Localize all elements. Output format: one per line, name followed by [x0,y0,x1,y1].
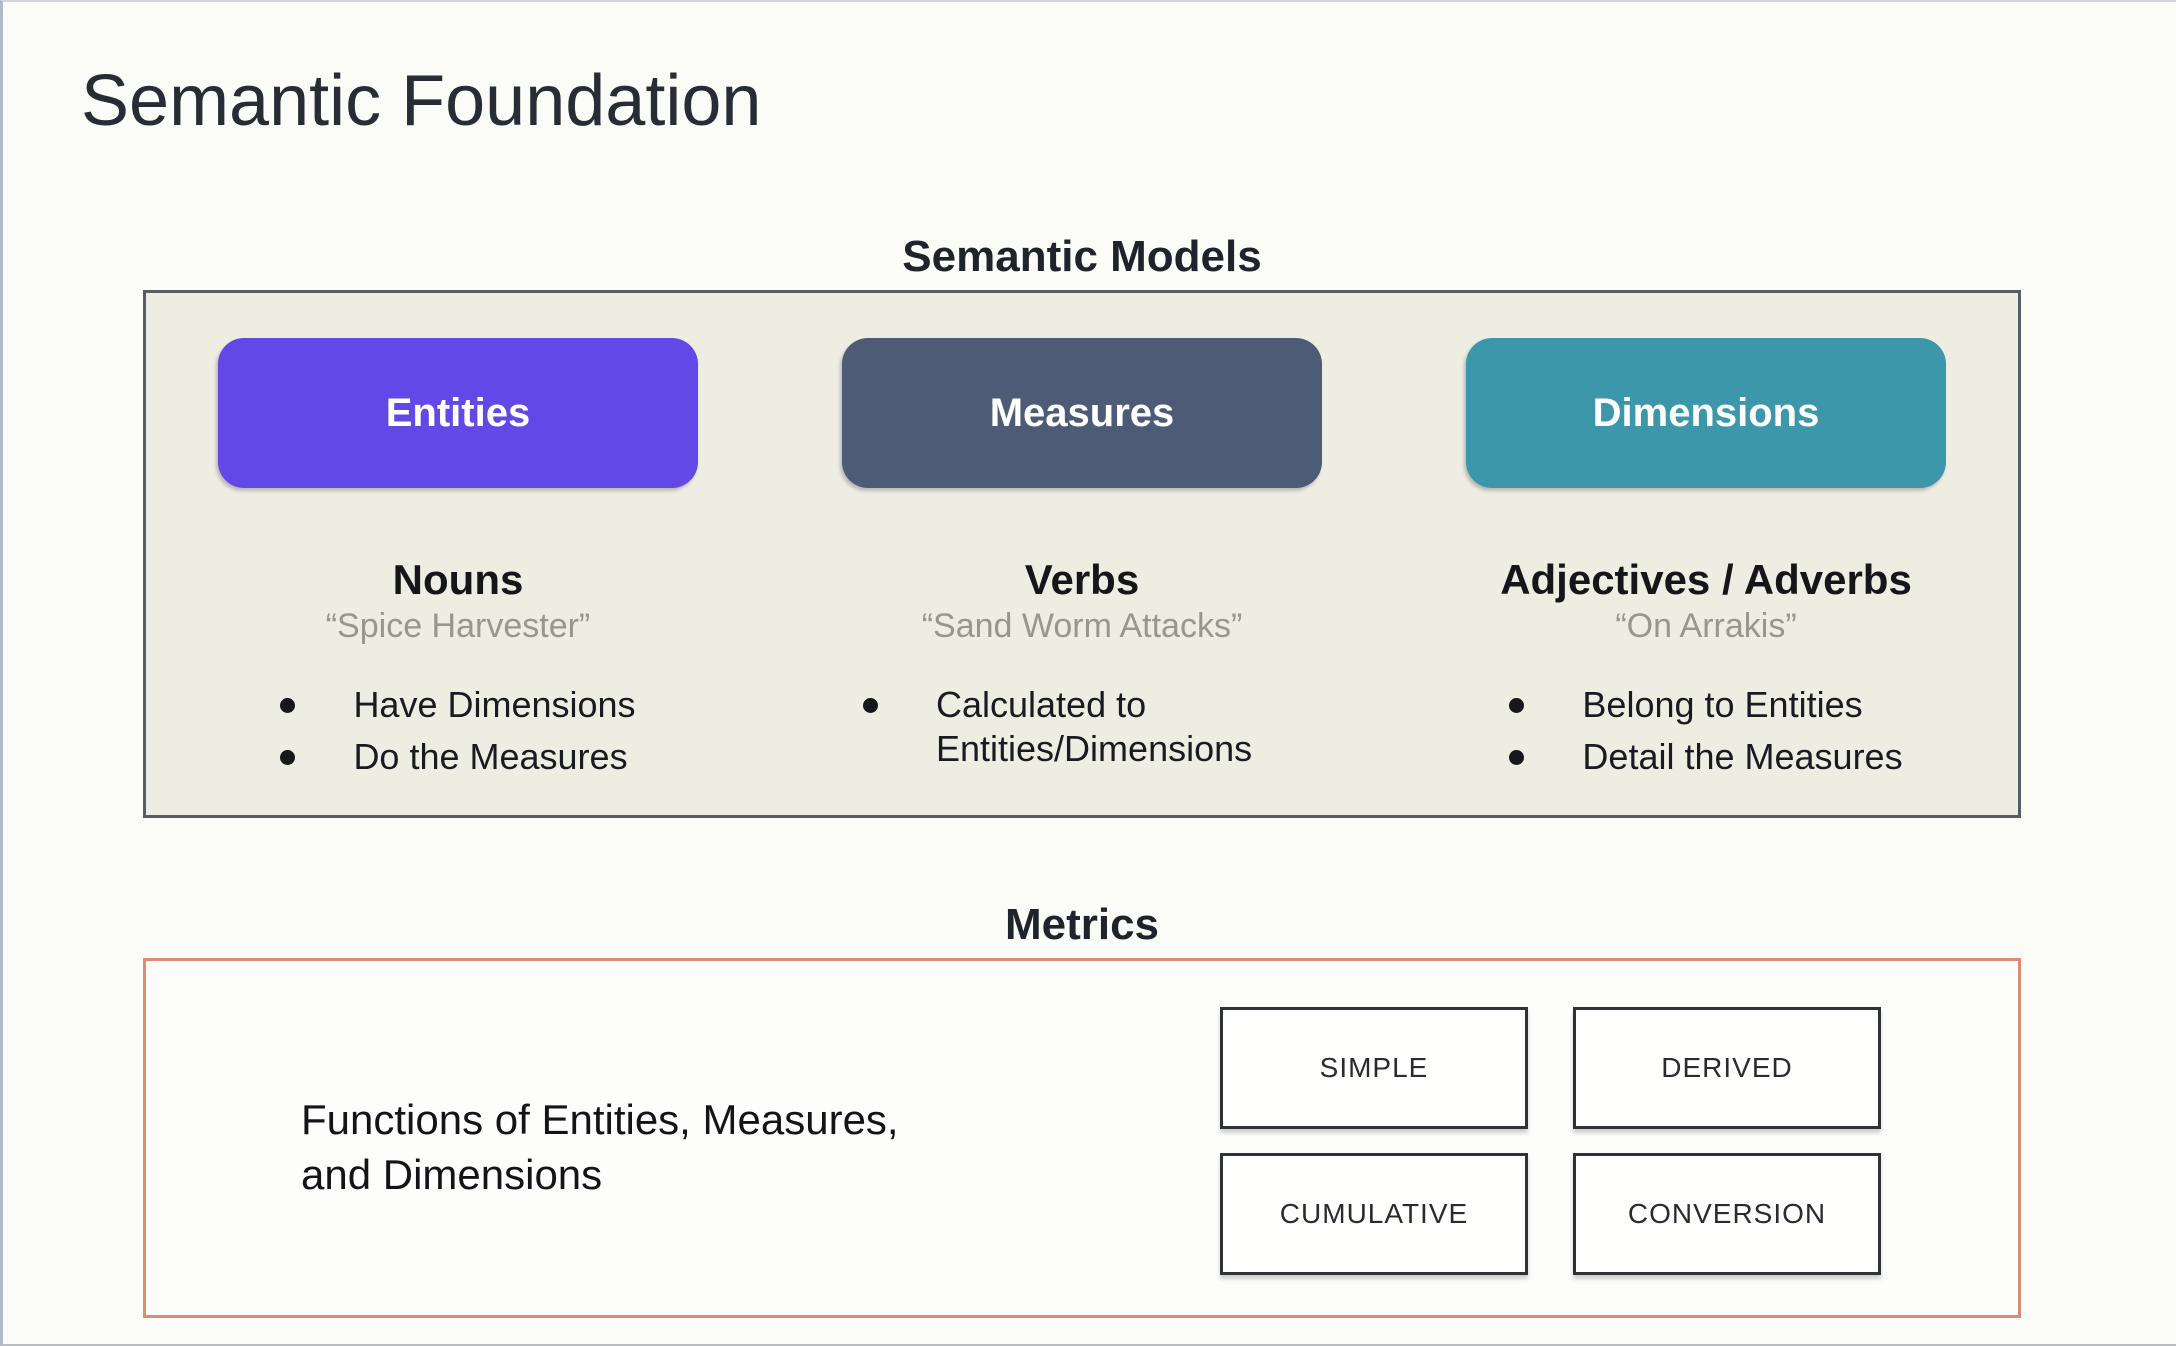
semantic-models-heading: Semantic Models [902,232,1262,281]
bullet-dot-icon [280,750,296,766]
metric-type-grid: SIMPLE DERIVED CUMULATIVE CONVERSION [1220,1007,1881,1275]
measures-role-heading: Verbs [1024,556,1140,603]
entities-pill: Entities [218,338,698,488]
bullet-dot-icon [863,698,878,714]
semantic-models-panel: Entities Nouns “Spice Harvester” Have Di… [143,290,2021,818]
dimensions-pill: Dimensions [1466,338,1946,488]
metric-type-conversion: CONVERSION [1573,1153,1881,1275]
dimensions-column: Dimensions Adjectives / Adverbs “On Arra… [1394,293,2018,815]
metrics-description: Functions of Entities, Measures, and Dim… [301,1096,899,1198]
bullet-item: Detail the Measures [1509,735,1903,779]
entities-bullet-list: Have Dimensions Do the Measures [280,683,636,787]
bullet-item: Calculated to Entities/Dimensions [863,683,1301,771]
metric-type-cumulative: CUMULATIVE [1220,1153,1528,1275]
metric-type-derived: DERIVED [1573,1007,1881,1129]
bullet-dot-icon [280,698,296,714]
slide-title: Semantic Foundation [81,61,762,141]
measures-pill: Measures [842,338,1322,488]
bullet-item: Have Dimensions [280,683,636,727]
bullet-item: Do the Measures [280,735,635,779]
measures-column: Measures Verbs “Sand Worm Attacks” Calcu… [770,293,1394,815]
bullet-dot-icon [1509,750,1525,766]
entities-column: Entities Nouns “Spice Harvester” Have Di… [146,293,770,815]
metric-type-simple: SIMPLE [1220,1007,1528,1129]
metrics-panel: Functions of Entities, Measures, and Dim… [143,958,2021,1318]
dimensions-role-heading: Adjectives / Adverbs [1500,556,1912,603]
measures-bullet-list: Calculated to Entities/Dimensions [863,683,1301,779]
bullet-item: Belong to Entities [1509,683,1902,727]
dimensions-example-quote: “On Arrakis” [1615,607,1797,646]
metrics-heading: Metrics [1004,900,1160,949]
bullet-dot-icon [1509,698,1525,714]
measures-example-quote: “Sand Worm Attacks” [921,607,1243,646]
entities-example-quote: “Spice Harvester” [325,607,591,646]
entities-role-heading: Nouns [392,556,524,603]
dimensions-bullet-list: Belong to Entities Detail the Measures [1509,683,1903,787]
